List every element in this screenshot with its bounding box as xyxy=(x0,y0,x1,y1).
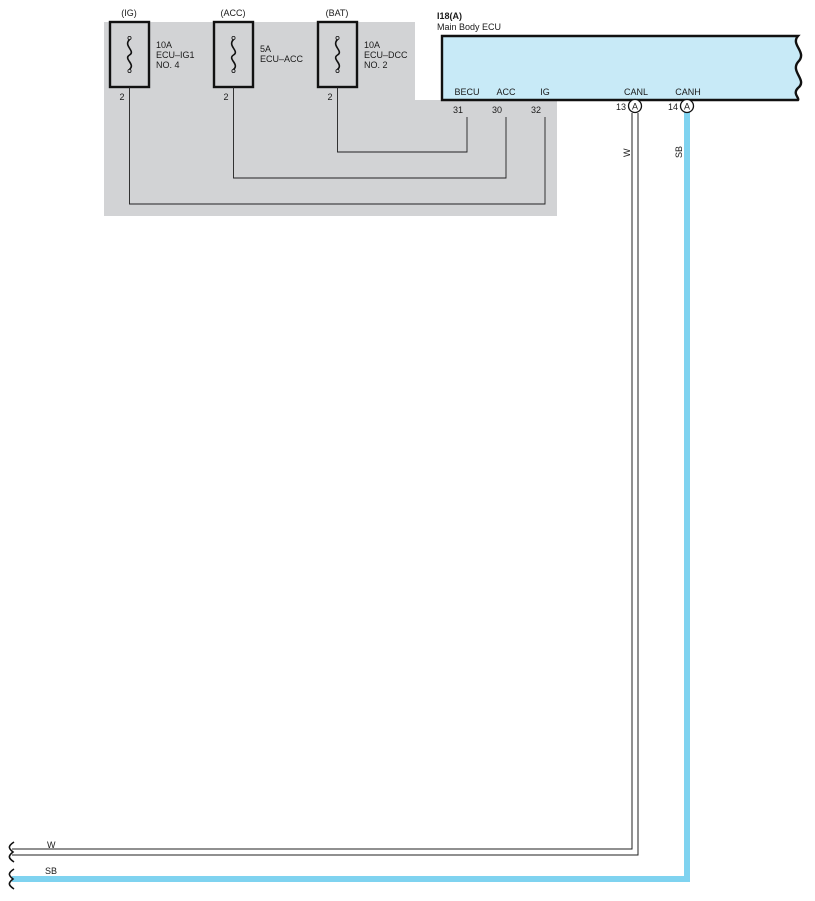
connector-a-canh-label: A xyxy=(684,102,690,112)
terminal-ig: IG xyxy=(540,87,550,97)
fuse-ecu-ig1 xyxy=(108,20,151,89)
fuse-pin-dcc: 2 xyxy=(327,92,332,102)
fuse-pin-acc: 2 xyxy=(223,92,228,102)
wire-canl-w-fill xyxy=(12,113,638,855)
terminal-canl: CANL xyxy=(624,87,648,97)
fuse-ecu-acc xyxy=(212,20,255,89)
wire-canl-w xyxy=(12,113,639,856)
wire-ig xyxy=(129,87,546,205)
break-mark-sb xyxy=(8,868,15,890)
fuse-rating-dcc: 10A xyxy=(364,40,380,50)
fuse-source-bat: (BAT) xyxy=(326,8,349,18)
fuse-source-acc: (ACC) xyxy=(221,8,246,18)
fuse-name2-ig1: NO. 4 xyxy=(156,60,180,70)
ecu-connector-code: I18(A) xyxy=(437,11,462,21)
terminal-becu: BECU xyxy=(454,87,479,97)
main-body-ecu-box xyxy=(440,34,803,102)
fuse-source-ig: (IG) xyxy=(121,8,137,18)
wire-label-w-bottom: W xyxy=(47,840,56,850)
wire-color-canh: SB xyxy=(674,146,684,158)
pin-canh: 14 xyxy=(668,102,678,112)
wire-acc xyxy=(233,87,507,179)
wire-color-canl: W xyxy=(622,148,632,157)
fuse-rating-acc: 5A xyxy=(260,44,271,54)
connector-a-canl-label: A xyxy=(632,102,638,112)
pin-ig: 32 xyxy=(531,105,541,115)
wire-becu xyxy=(337,87,468,153)
wire-canh-sb xyxy=(12,112,690,882)
terminal-acc: ACC xyxy=(496,87,516,97)
connector-a-canh xyxy=(679,98,695,114)
terminal-canh: CANH xyxy=(675,87,701,97)
ecu-name: Main Body ECU xyxy=(437,22,501,32)
fuse-ecu-dcc xyxy=(316,20,359,89)
fuse-name-ig1: ECU–IG1 xyxy=(156,50,195,60)
fuse-name2-dcc: NO. 2 xyxy=(364,60,388,70)
fuse-pin-ig1: 2 xyxy=(119,92,124,102)
fuse-name-dcc: ECU–DCC xyxy=(364,50,408,60)
break-mark-w xyxy=(8,841,15,863)
pin-acc: 30 xyxy=(492,105,502,115)
pin-canl: 13 xyxy=(616,102,626,112)
pin-becu: 31 xyxy=(453,105,463,115)
fuse-name-acc: ECU–ACC xyxy=(260,54,304,64)
fuse-rating-ig1: 10A xyxy=(156,40,172,50)
connector-a-canl xyxy=(627,98,643,114)
wire-label-sb-bottom: SB xyxy=(45,866,57,876)
